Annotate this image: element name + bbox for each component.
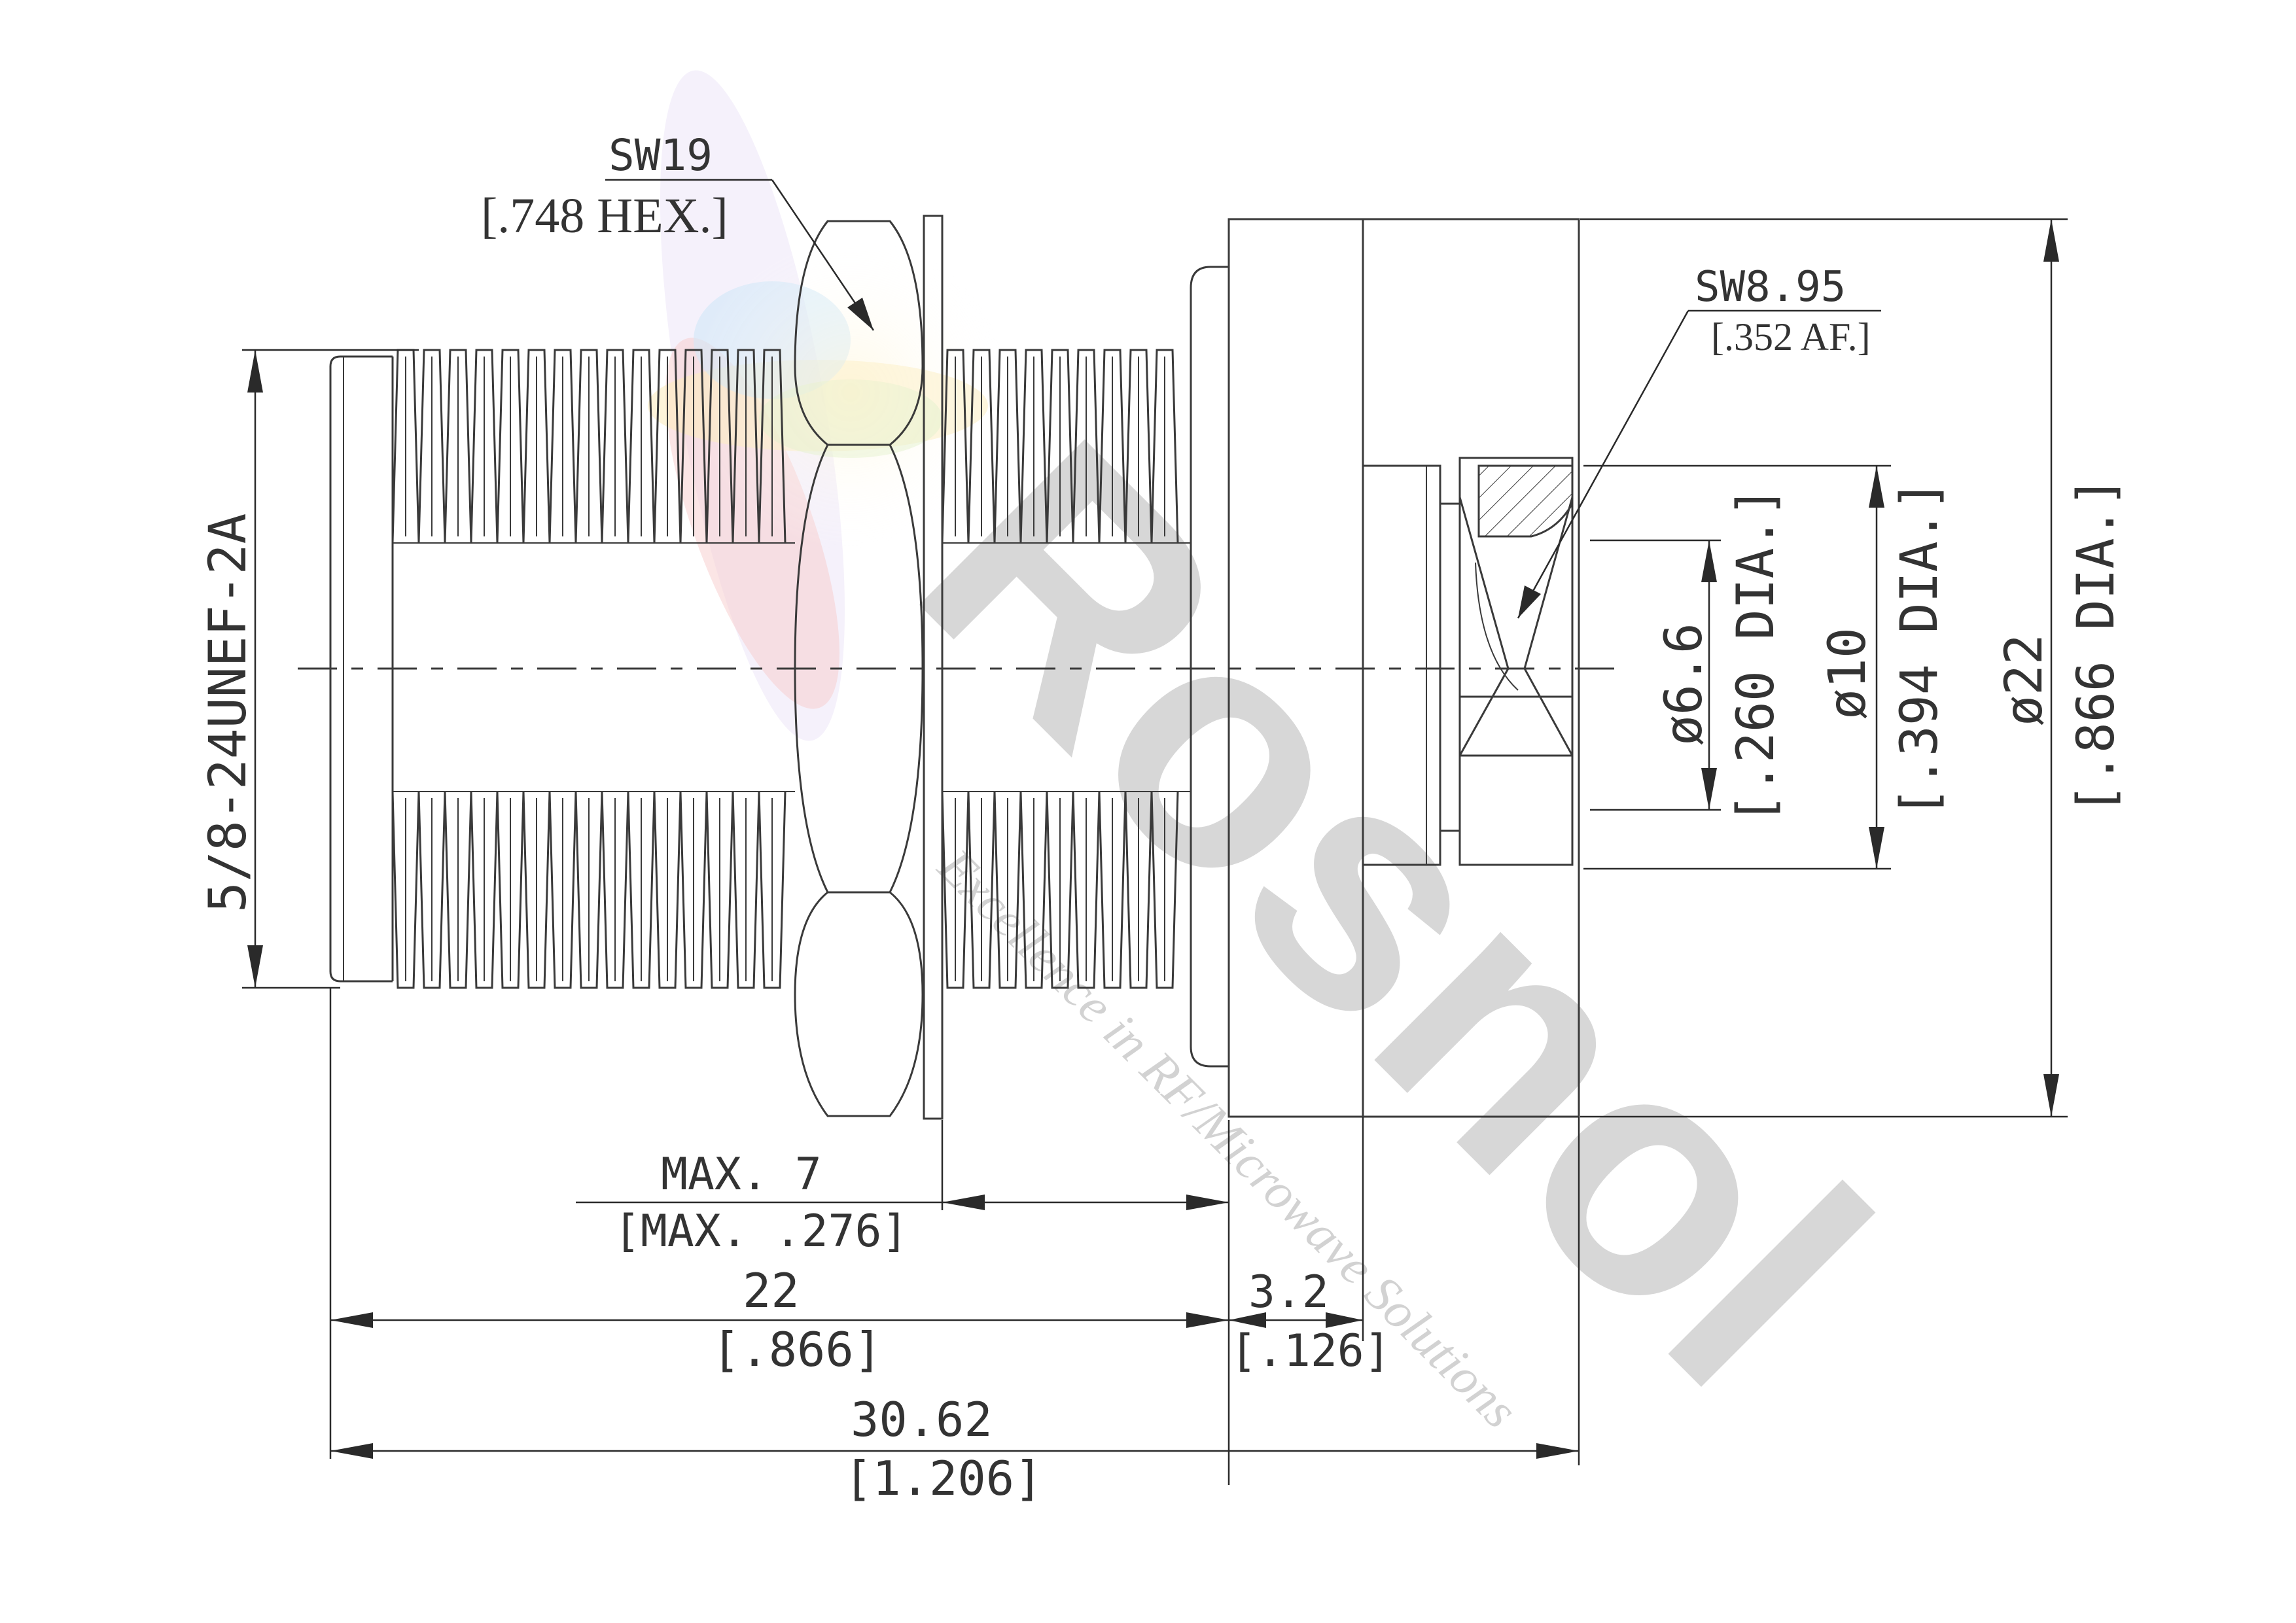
thread-profile bbox=[941, 791, 1179, 989]
front-nose bbox=[329, 355, 394, 983]
rear-shoulder bbox=[1190, 266, 1229, 1068]
hex-label: SW19 bbox=[609, 130, 713, 181]
panel-label-in: [MAX. .276] bbox=[614, 1206, 908, 1257]
hex-label-in: [.748 HEX.] bbox=[481, 188, 728, 243]
dia-outer-dim bbox=[1580, 218, 2068, 1118]
body-length-label-in: [.866] bbox=[712, 1322, 882, 1377]
total-length-label-in: [1.206] bbox=[844, 1451, 1042, 1506]
flange-label-in: [.126] bbox=[1230, 1325, 1391, 1377]
flange-dim bbox=[1229, 1117, 1364, 1341]
dia-inner-label-in: [.260 DIA.] bbox=[1727, 486, 1786, 824]
thread-profile bbox=[941, 349, 1179, 544]
thread-label: 5/8-24UNEF-2A bbox=[199, 514, 258, 913]
flat-label: SW8.95 bbox=[1695, 263, 1846, 311]
total-length-dim bbox=[330, 1117, 1580, 1465]
flat-leader bbox=[1517, 309, 1881, 619]
rear-terminal bbox=[1362, 457, 1574, 866]
hex-leader bbox=[605, 179, 875, 331]
lock-washer bbox=[923, 215, 944, 1120]
body-length-dim bbox=[329, 988, 1229, 1459]
rear-thread bbox=[941, 349, 1191, 989]
thread-dim bbox=[242, 349, 419, 989]
flange-label: 3.2 bbox=[1248, 1266, 1329, 1318]
panel-dim bbox=[576, 1120, 1230, 1485]
front-thread bbox=[391, 349, 795, 989]
hex-nut bbox=[794, 220, 924, 1117]
total-length-label: 30.62 bbox=[851, 1392, 993, 1447]
dia-inner-label: ø6.6 bbox=[1655, 623, 1714, 746]
body-length-label: 22 bbox=[743, 1263, 800, 1318]
dia-outer-label-in: [.866 DIA.] bbox=[2067, 476, 2126, 814]
dia-outer-label: ø22 bbox=[1995, 634, 2054, 726]
flat-label-in: [.352 AF.] bbox=[1711, 315, 1871, 358]
panel-label: MAX. 7 bbox=[661, 1149, 822, 1200]
dia-mid-label-in: [.394 DIA.] bbox=[1890, 480, 1949, 818]
dia-inner-dim bbox=[1590, 539, 1721, 811]
thread-profile bbox=[391, 791, 786, 989]
dia-mid-label: ø10 bbox=[1818, 627, 1877, 720]
dia-mid-dim bbox=[1583, 464, 1891, 870]
